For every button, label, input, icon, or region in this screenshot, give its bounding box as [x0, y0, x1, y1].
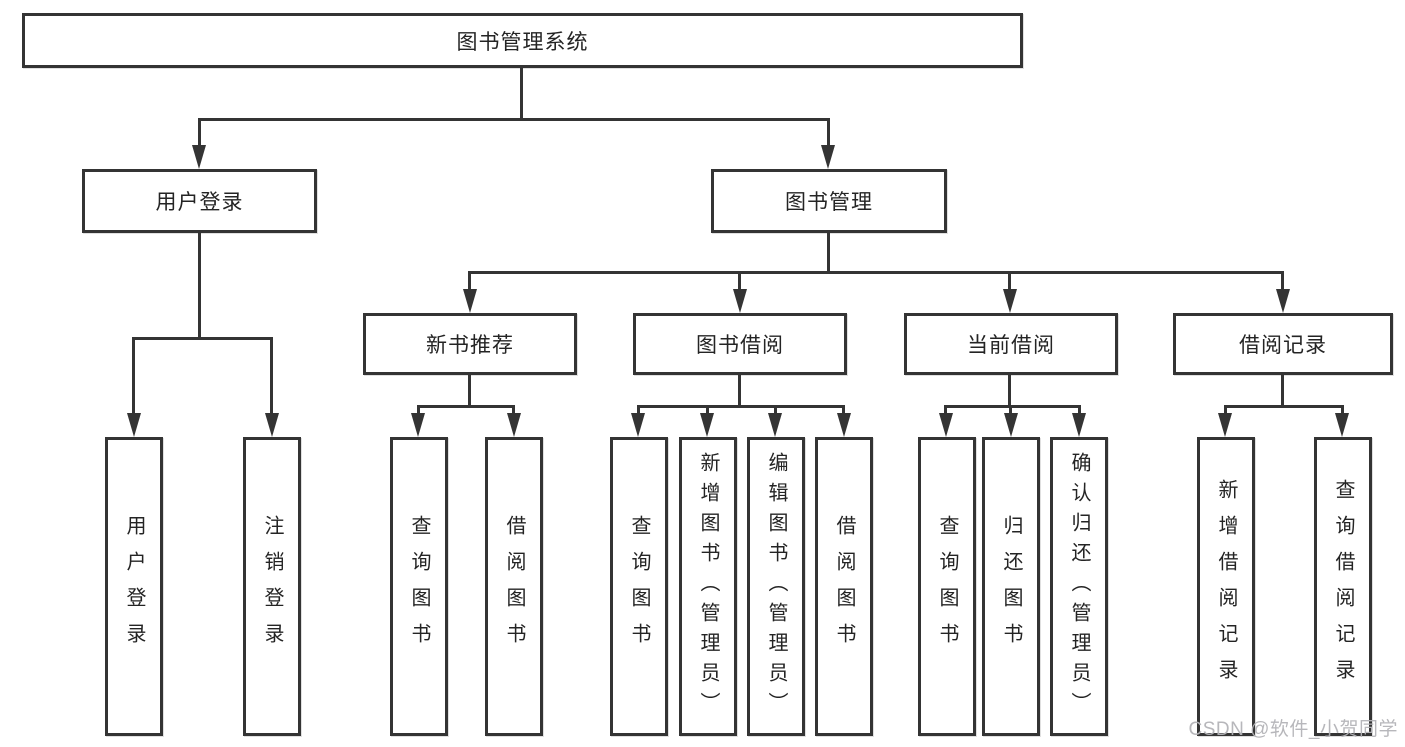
leaf-label: 新增借阅记录 — [1215, 478, 1237, 695]
connector-line — [944, 405, 1081, 408]
connector-line — [1224, 405, 1344, 408]
leaf-add-borrow-record: 新增借阅记录 — [1197, 437, 1255, 736]
connector-line — [520, 68, 523, 118]
leaf-return-book: 归还图书 — [982, 437, 1040, 736]
leaf-label: 新增图书（管理员） — [697, 451, 719, 722]
arrowhead-down-icon — [411, 413, 425, 437]
arrowhead-down-icon — [1276, 289, 1290, 313]
connector-line — [1281, 271, 1284, 291]
arrowhead-down-icon — [1072, 413, 1086, 437]
arrowhead-down-icon — [821, 145, 835, 169]
connector-line — [774, 405, 777, 417]
arrowhead-down-icon — [1004, 413, 1018, 437]
connector-line — [738, 271, 741, 291]
arrowhead-down-icon — [1003, 289, 1017, 313]
csdn-watermark: CSDN @软件_小贺同学 — [1188, 719, 1398, 740]
leaf-label: 归还图书 — [1000, 514, 1022, 659]
connector-line — [827, 118, 830, 148]
arrowhead-down-icon — [733, 289, 747, 313]
leaf-borrow-books: 借阅图书 — [485, 437, 543, 736]
leaf-label: 注销登录 — [261, 514, 283, 659]
node-root-system: 图书管理系统 — [22, 13, 1023, 68]
connector-line — [1224, 405, 1227, 417]
arrowhead-down-icon — [700, 413, 714, 437]
connector-line — [944, 405, 947, 417]
leaf-edit-book-admin: 编辑图书（管理员） — [747, 437, 805, 736]
connector-line — [1008, 375, 1011, 405]
leaf-user-login: 用户登录 — [105, 437, 163, 736]
leaf-add-book-admin: 新增图书（管理员） — [679, 437, 737, 736]
leaf-label: 查询图书 — [408, 514, 430, 659]
leaf-confirm-return-admin: 确认归还（管理员） — [1050, 437, 1108, 736]
leaf-label: 借阅图书 — [833, 514, 855, 659]
arrowhead-down-icon — [127, 413, 141, 437]
connector-line — [198, 118, 830, 121]
node-new-book-recommend: 新书推荐 — [363, 313, 577, 375]
node-book-management-branch: 图书管理 — [711, 169, 947, 233]
arrowhead-down-icon — [939, 413, 953, 437]
connector-line — [738, 375, 741, 405]
leaf-label: 编辑图书（管理员） — [765, 451, 787, 722]
connector-line — [706, 405, 709, 417]
leaf-borrow-books: 借阅图书 — [815, 437, 873, 736]
connector-line — [132, 337, 135, 415]
node-borrowing-records: 借阅记录 — [1173, 313, 1393, 375]
leaf-label: 查询图书 — [628, 514, 650, 659]
leaf-query-books: 查询图书 — [610, 437, 668, 736]
connector-line — [512, 405, 515, 417]
connector-line — [468, 271, 471, 291]
node-book-borrowing: 图书借阅 — [633, 313, 847, 375]
connector-line — [827, 233, 830, 271]
leaf-label: 查询借阅记录 — [1332, 478, 1354, 695]
leaf-query-books: 查询图书 — [918, 437, 976, 736]
arrowhead-down-icon — [768, 413, 782, 437]
connector-line — [1008, 271, 1011, 291]
connector-line — [270, 337, 273, 415]
connector-line — [198, 118, 201, 148]
leaf-label: 确认归还（管理员） — [1068, 451, 1090, 722]
connector-line — [1009, 405, 1012, 417]
leaf-query-borrow-record: 查询借阅记录 — [1314, 437, 1372, 736]
arrowhead-down-icon — [507, 413, 521, 437]
arrowhead-down-icon — [265, 413, 279, 437]
node-current-borrowing: 当前借阅 — [904, 313, 1118, 375]
arrowhead-down-icon — [463, 289, 477, 313]
connector-line — [842, 405, 845, 417]
leaf-query-books: 查询图书 — [390, 437, 448, 736]
connector-line — [417, 405, 420, 417]
arrowhead-down-icon — [1218, 413, 1232, 437]
connector-line — [1281, 375, 1284, 405]
arrowhead-down-icon — [631, 413, 645, 437]
leaf-label: 查询图书 — [936, 514, 958, 659]
connector-line — [637, 405, 640, 417]
connector-line — [132, 337, 273, 340]
arrowhead-down-icon — [1335, 413, 1349, 437]
connector-line — [198, 233, 201, 337]
connector-line — [417, 405, 515, 408]
connector-line — [468, 375, 471, 405]
connector-line — [1078, 405, 1081, 417]
arrowhead-down-icon — [192, 145, 206, 169]
leaf-label: 用户登录 — [123, 514, 145, 659]
connector-line — [637, 405, 845, 408]
arrowhead-down-icon — [837, 413, 851, 437]
connector-line — [468, 271, 1284, 274]
node-user-login-branch: 用户登录 — [82, 169, 317, 233]
leaf-label: 借阅图书 — [503, 514, 525, 659]
connector-line — [1341, 405, 1344, 417]
leaf-logout: 注销登录 — [243, 437, 301, 736]
